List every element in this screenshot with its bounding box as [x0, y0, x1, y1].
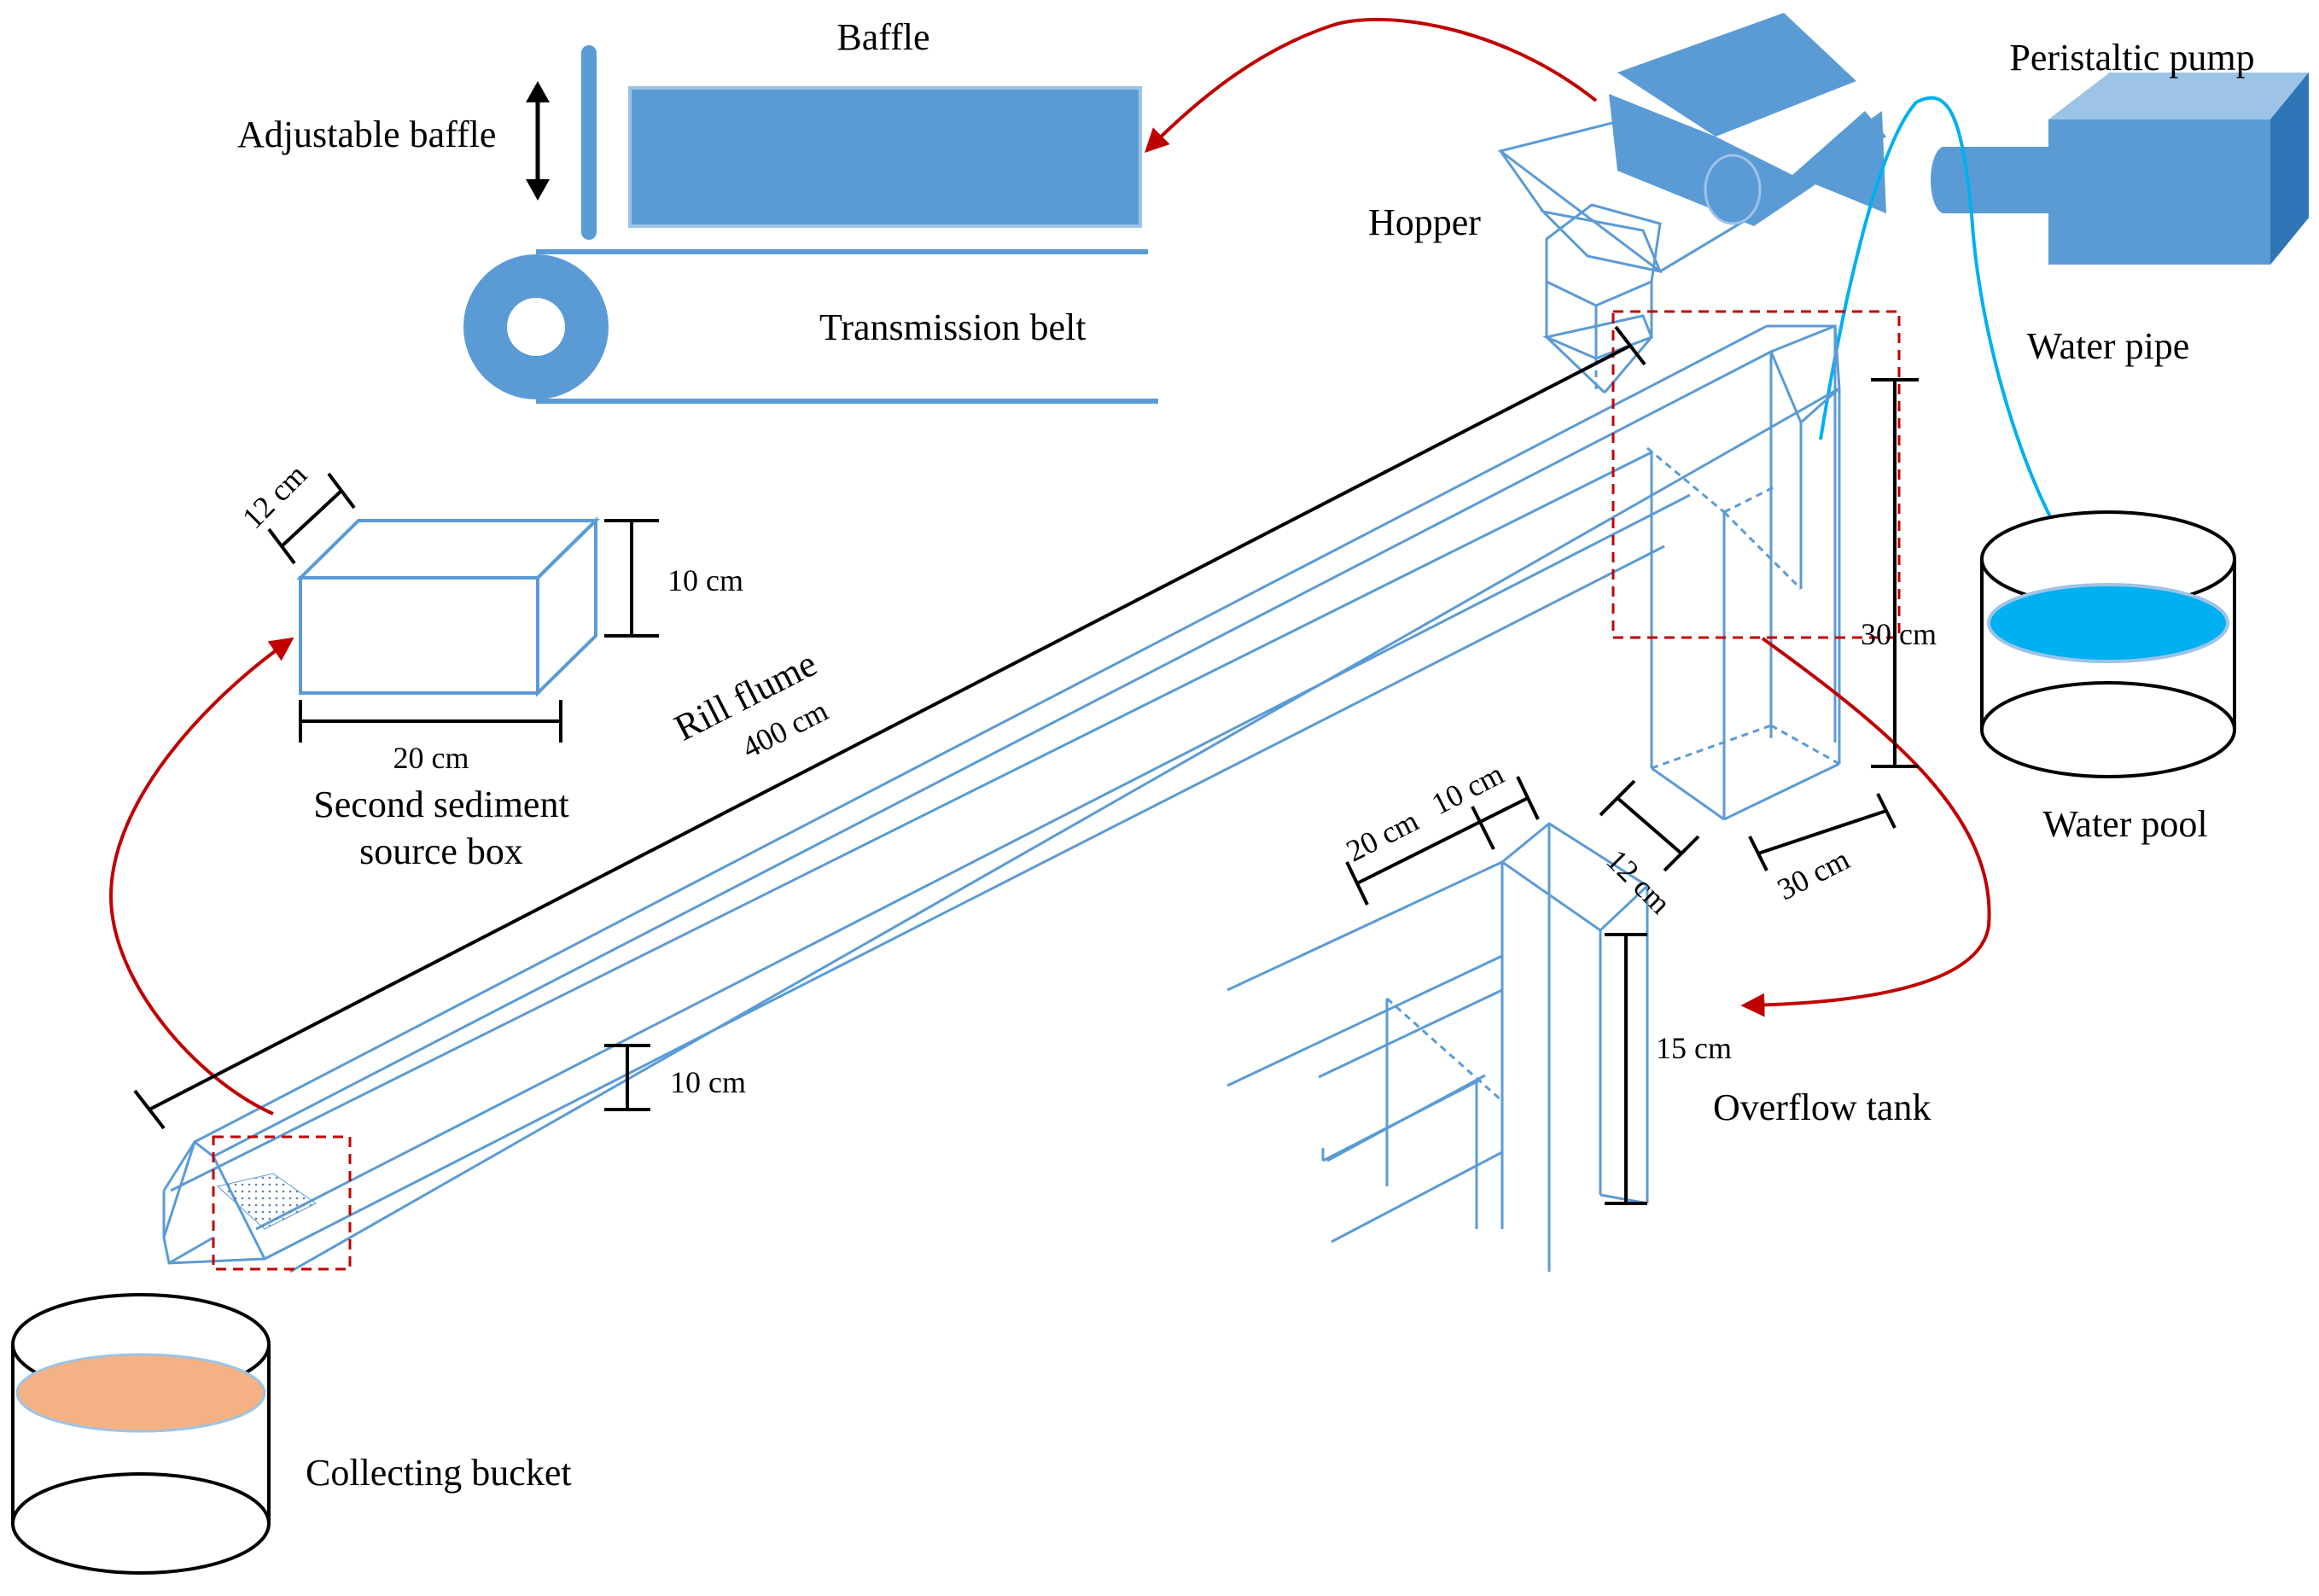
dim-flume-length [149, 344, 1631, 1111]
label-second-box-line1: Second sediment [313, 783, 568, 825]
dim-box-depth [280, 489, 343, 548]
label-transmission-belt: Transmission belt [819, 306, 1087, 348]
dim-text-tank-depth: 12 cm [1599, 842, 1677, 920]
belt-roller-hub [507, 298, 565, 356]
feeder-chute [1609, 13, 1886, 226]
peristaltic-pump [1931, 73, 2309, 265]
dim-tank-width [1757, 809, 1887, 855]
arrow-outlet-to-box [108, 637, 294, 1115]
baffle-block [628, 86, 1142, 228]
dim-text-box-width: 20 cm [393, 741, 469, 775]
dim-overflow-width [1356, 796, 1529, 885]
adjust-arrow-up-head [526, 81, 550, 102]
water-pipe [1819, 96, 2095, 582]
label-adjustable-baffle: Adjustable baffle [237, 114, 496, 155]
outlet-highlight-box [212, 1135, 352, 1271]
dim-text-overflow-height: 15 cm [1656, 1031, 1732, 1065]
dim-text-tank-width: 30 cm [1772, 842, 1855, 906]
overflow-tank [1227, 822, 1650, 1272]
dim-text-box-depth: 12 cm [236, 457, 313, 535]
label-baffle: Baffle [836, 16, 929, 58]
dim-text-flume-wall-height: 10 cm [670, 1065, 746, 1099]
arrow-hopper-to-belt [1145, 17, 1598, 153]
inlet-highlight-box [1611, 310, 1901, 639]
arrow-inlet-to-overflow [1740, 637, 1991, 1017]
dim-tank-depth [1616, 796, 1683, 855]
inlet-tank [1646, 323, 1841, 821]
label-second-box-line2: source box [359, 830, 523, 872]
sediment-outlet-mesh [216, 1173, 317, 1230]
dim-text-overflow-width-a: 20 cm [1341, 803, 1424, 868]
transmission-belt-assembly [463, 45, 1158, 404]
label-water-pool: Water pool [2042, 803, 2207, 845]
collecting-bucket [11, 1293, 271, 1575]
label-collecting-bucket: Collecting bucket [306, 1452, 572, 1494]
label-overflow-tank: Overflow tank [1713, 1086, 1931, 1128]
rill-flume [162, 324, 1840, 1273]
water-pool [1980, 510, 2236, 778]
dimension-lines [133, 325, 1919, 1205]
flow-arrows [108, 17, 1991, 1115]
dim-text-tank-height: 30 cm [1861, 617, 1937, 651]
label-water-pipe: Water pipe [2027, 325, 2190, 367]
dim-text-box-height: 10 cm [667, 563, 743, 597]
label-peristaltic-pump: Peristaltic pump [2009, 37, 2254, 79]
dim-text-overflow-width-b: 10 cm [1426, 756, 1509, 821]
label-hopper: Hopper [1368, 201, 1481, 243]
second-sediment-source-box [296, 516, 600, 697]
adjust-arrow-down-head [526, 179, 550, 201]
